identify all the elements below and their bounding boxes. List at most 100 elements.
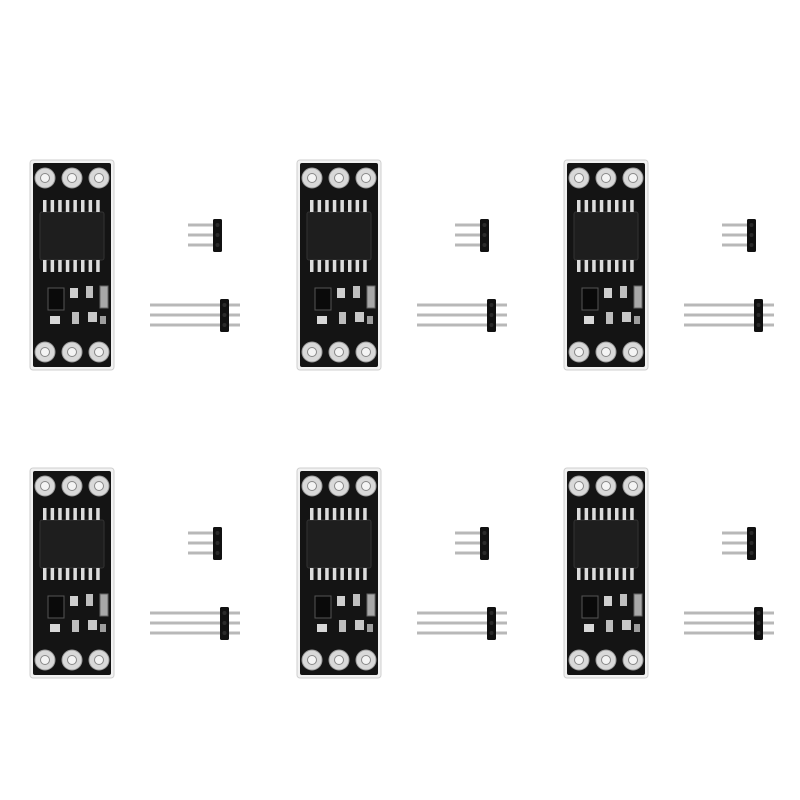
smd-part <box>604 596 612 606</box>
smd-part <box>88 620 97 630</box>
pad-hole <box>334 173 344 183</box>
chip-pin <box>599 508 604 520</box>
pad-hole <box>601 655 611 665</box>
chip-pin <box>577 568 581 580</box>
chip-pin <box>615 568 619 580</box>
ic-chip <box>306 519 372 569</box>
header-socket <box>215 223 220 227</box>
header-socket <box>489 323 494 327</box>
smd-part <box>72 312 79 324</box>
pad-hole <box>67 347 77 357</box>
chip-pin <box>325 568 329 580</box>
short-pin-header <box>455 219 489 252</box>
smd-part <box>100 316 106 324</box>
pad-hole <box>94 481 104 491</box>
long-pin-header <box>684 607 774 640</box>
pad-hole <box>628 173 638 183</box>
smd-part <box>366 285 376 309</box>
smd-part <box>584 624 594 632</box>
header-socket <box>482 233 487 237</box>
header-pin <box>150 611 240 615</box>
chip-pin <box>348 260 352 272</box>
header-pin <box>684 303 774 307</box>
header-socket <box>222 631 227 635</box>
chip-pin <box>363 260 367 272</box>
pad-hole <box>334 481 344 491</box>
header-pin <box>150 323 240 327</box>
module-board <box>29 159 115 371</box>
chip-pin <box>615 200 619 212</box>
chip-pin <box>73 508 77 520</box>
smd-part <box>353 594 360 606</box>
chip-pin <box>310 260 314 272</box>
header-socket <box>749 243 754 247</box>
pad-hole <box>307 655 317 665</box>
chip-pin <box>584 568 589 580</box>
pad-hole <box>361 347 371 357</box>
pad-hole <box>307 347 317 357</box>
header-pin <box>188 243 222 247</box>
chip-pin <box>355 200 360 212</box>
smd-part <box>633 285 643 309</box>
header-socket <box>215 531 220 535</box>
module-unit <box>29 159 240 371</box>
chip-pin <box>592 508 596 520</box>
chip-pin <box>310 200 314 212</box>
pad-hole <box>628 655 638 665</box>
pad-hole <box>361 655 371 665</box>
header-pin <box>722 531 756 535</box>
header-pin <box>722 541 756 545</box>
chip-pin <box>363 508 367 520</box>
header-socket <box>749 233 754 237</box>
ic-chip <box>306 211 372 261</box>
header-pin <box>417 313 507 317</box>
pad-hole <box>40 347 50 357</box>
transistor <box>314 595 332 619</box>
header-pin <box>188 551 222 555</box>
chip-pin <box>340 260 344 272</box>
chip-pin <box>96 200 100 212</box>
chip-pin <box>43 200 47 212</box>
chip-pin <box>630 200 634 212</box>
chip-pin <box>96 508 100 520</box>
header-socket <box>482 223 487 227</box>
header-socket <box>222 323 227 327</box>
smd-part <box>50 316 60 324</box>
smd-part <box>99 285 109 309</box>
header-pin <box>722 243 756 247</box>
chip-pin <box>363 568 367 580</box>
chip-pin <box>310 508 314 520</box>
chip-pin <box>332 260 337 272</box>
smd-part <box>366 593 376 617</box>
header-pin <box>417 631 507 635</box>
chip-pin <box>58 200 62 212</box>
header-pin <box>417 303 507 307</box>
header-pin <box>417 323 507 327</box>
short-pin-header <box>188 219 222 252</box>
header-pin <box>150 621 240 625</box>
pad-hole <box>40 655 50 665</box>
smd-part <box>622 312 631 322</box>
chip-pin <box>58 568 62 580</box>
header-pin <box>150 313 240 317</box>
header-socket <box>749 541 754 545</box>
header-socket <box>215 243 220 247</box>
pad-hole <box>40 173 50 183</box>
chip-pin <box>577 200 581 212</box>
smd-part <box>620 286 627 298</box>
chip-pin <box>73 260 77 272</box>
transistor <box>581 595 599 619</box>
pad-hole <box>67 173 77 183</box>
module-board <box>296 467 382 679</box>
module-grid <box>29 159 774 679</box>
smd-part <box>70 596 78 606</box>
transistor <box>581 287 599 311</box>
smd-part <box>584 316 594 324</box>
pad-hole <box>601 173 611 183</box>
header-socket <box>756 303 761 307</box>
header-socket <box>756 631 761 635</box>
smd-part <box>72 620 79 632</box>
chip-pin <box>81 260 85 272</box>
header-socket <box>489 621 494 625</box>
chip-pin <box>584 260 589 272</box>
